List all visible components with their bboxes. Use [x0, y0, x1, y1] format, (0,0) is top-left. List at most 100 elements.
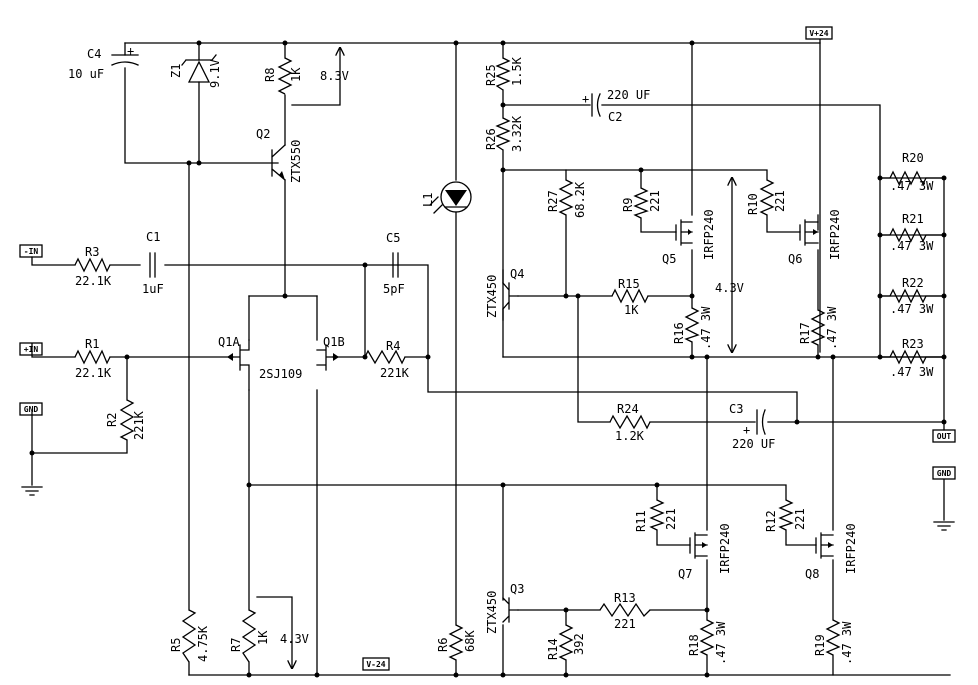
- r13-body: [599, 602, 651, 618]
- r27-body: [558, 179, 574, 216]
- c4-ref: C4: [87, 47, 101, 61]
- resistor-bodies: [74, 57, 944, 663]
- c3-pol: +: [743, 423, 750, 437]
- q6-ref: Q6: [788, 252, 802, 266]
- port-gnd-right: GND: [937, 469, 952, 478]
- r11-val: 221: [664, 508, 678, 530]
- r14-ref: R14: [546, 638, 560, 660]
- r17-val: .47 3W: [825, 306, 839, 350]
- r14-body: [558, 624, 574, 661]
- c3-body: [756, 409, 766, 435]
- r21-body: [880, 227, 944, 243]
- q8-part: IRFP240: [844, 523, 858, 574]
- q3-bjt: [502, 597, 519, 623]
- r24-val: 1.2K: [615, 429, 645, 443]
- r18-body: [699, 619, 715, 656]
- r3-val: 22.1K: [75, 274, 112, 288]
- r2-ref: R2: [105, 413, 119, 427]
- r12-body: [778, 499, 794, 531]
- ground-symbols: [21, 486, 955, 531]
- r5-val: 4.75K: [196, 625, 210, 662]
- q2-part: ZTX550: [289, 140, 303, 183]
- port-in-plus: +IN: [24, 345, 39, 354]
- r27-ref: R27: [546, 190, 560, 212]
- r1-body: [74, 349, 111, 365]
- r19-ref: R19: [813, 634, 827, 656]
- r21-ref: R21: [902, 212, 924, 226]
- r7-body: [241, 609, 257, 663]
- q7-part: IRFP240: [718, 523, 732, 574]
- r5-ref: R5: [169, 638, 183, 652]
- r10-val: 221: [773, 190, 787, 212]
- z1-zener: [181, 54, 217, 83]
- q1a-jfet: [227, 339, 250, 391]
- l1-led: [429, 181, 472, 214]
- q6-mosfet: [799, 219, 819, 246]
- q4-part: ZTX450: [485, 275, 499, 318]
- voltage-bias: 4.3V: [715, 281, 744, 295]
- r9-body: [633, 187, 649, 219]
- z1-val: 9.1V: [208, 59, 222, 88]
- r23-val: .47 3W: [890, 365, 934, 379]
- r2-val: 221K: [132, 410, 146, 440]
- r9-ref: R9: [621, 198, 635, 212]
- z1-ref: Z1: [169, 64, 183, 78]
- r22-body: [880, 288, 944, 304]
- r20-val: .47 3W: [890, 179, 934, 193]
- r21-val: .47 3W: [890, 239, 934, 253]
- r7-ref: R7: [229, 638, 243, 652]
- port-in-minus: -IN: [24, 247, 39, 256]
- r24-body: [609, 414, 651, 430]
- r7-val: 1K: [256, 630, 270, 645]
- r27-val: 68.2K: [573, 181, 587, 218]
- q8-ref: Q8: [805, 567, 819, 581]
- r12-val: 221: [793, 508, 807, 530]
- port-boxes: [19, 26, 956, 671]
- c2-ref: C2: [608, 110, 622, 124]
- r13-val: 221: [614, 617, 636, 631]
- r23-body: [880, 349, 944, 365]
- r18-ref: R18: [687, 634, 701, 656]
- port-vplus: V+24: [809, 29, 828, 38]
- c4-pol: +: [127, 44, 134, 58]
- labels: -IN +IN GND OUT GND V+24 V-24 C4 10 uF +…: [24, 29, 952, 669]
- r4-body: [364, 349, 406, 365]
- r19-body: [825, 619, 841, 656]
- voltage-r7: 4.3V: [280, 632, 309, 646]
- r6-val: 68K: [463, 630, 477, 652]
- r22-ref: R22: [902, 276, 924, 290]
- c5-ref: C5: [386, 231, 400, 245]
- c1-body: [149, 252, 156, 278]
- r10-ref: R10: [746, 193, 760, 215]
- r4-ref: R4: [386, 339, 400, 353]
- port-gnd-left: GND: [24, 405, 39, 414]
- q7-mosfet: [689, 532, 708, 559]
- port-out: OUT: [937, 432, 952, 441]
- r2-body: [119, 399, 135, 441]
- r17-body: [810, 309, 826, 346]
- r15-ref: R15: [618, 277, 640, 291]
- q3-part: ZTX450: [485, 591, 499, 634]
- q2-bjt: [271, 144, 286, 181]
- q8-mosfet: [815, 532, 834, 559]
- c2-val: 220 UF: [607, 88, 650, 102]
- port-vminus: V-24: [366, 660, 385, 669]
- c5-body: [392, 252, 399, 278]
- r1-val: 22.1K: [75, 366, 112, 380]
- r16-ref: R16: [672, 322, 686, 344]
- r10-body: [759, 179, 775, 216]
- r13-ref: R13: [614, 591, 636, 605]
- r26-val: 3.32K: [510, 115, 524, 152]
- r9-val: 221: [648, 190, 662, 212]
- r22-val: .47 3W: [890, 302, 934, 316]
- r5-body: [181, 609, 197, 663]
- r26-ref: R26: [484, 128, 498, 150]
- r3-ref: R3: [85, 245, 99, 259]
- r18-val: .47 3W: [714, 621, 728, 665]
- r19-val: .47 3W: [840, 621, 854, 665]
- q1b-ref: Q1B: [323, 335, 345, 349]
- q2-ref: Q2: [256, 127, 270, 141]
- r16-val: .47 3W: [699, 306, 713, 350]
- r23-ref: R23: [902, 337, 924, 351]
